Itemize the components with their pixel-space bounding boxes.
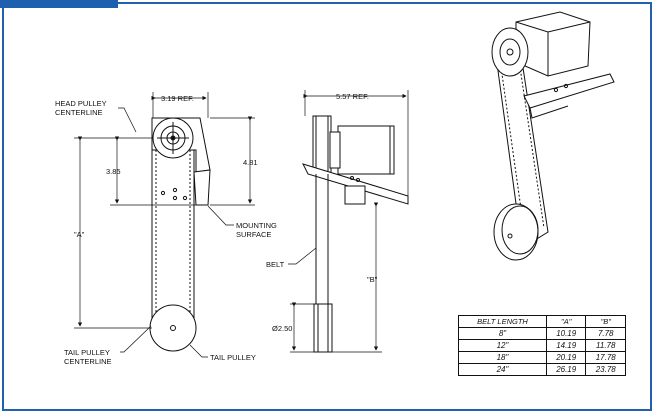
- cell-length: 8": [458, 327, 547, 340]
- cell-a: 14.19: [545, 339, 587, 352]
- cell-a: 20.19: [545, 351, 587, 364]
- side-width-dim: 5.57 REF.: [336, 92, 369, 101]
- cell-a: 10.19: [545, 327, 587, 340]
- tail-pulley-label-left: TAIL PULLEY: [64, 348, 110, 357]
- front-width-dim: 3.19 REF.: [161, 94, 194, 103]
- table-row: 8" 10.19 7.78: [458, 327, 626, 340]
- side-view: [288, 90, 409, 353]
- surface-label: SURFACE: [236, 230, 271, 239]
- drawing-border: [2, 2, 652, 411]
- head-centerline-label: CENTERLINE: [55, 108, 103, 117]
- header-belt-length: BELT LENGTH: [458, 315, 547, 328]
- cell-b: 17.78: [585, 351, 626, 364]
- header-b: "B": [585, 315, 626, 328]
- header-a: "A": [545, 315, 587, 328]
- table-header-row: BELT LENGTH "A" "B": [458, 315, 626, 328]
- side-motor-housing: [337, 125, 395, 175]
- dim-b-label: "B": [367, 275, 378, 284]
- isometric-view: [491, 11, 615, 261]
- cell-a: 26.19: [545, 363, 587, 376]
- belt-label: BELT: [266, 260, 285, 269]
- cell-length: 18": [458, 351, 547, 364]
- diameter-label: Ø2.50: [272, 324, 292, 333]
- cell-length: 24": [458, 363, 547, 376]
- mounting-bracket: [193, 169, 211, 206]
- belt-length-table: BELT LENGTH "A" "B" 8" 10.19 7.78 12" 14…: [458, 315, 626, 376]
- iso-bracket: [523, 73, 615, 109]
- head-pulley-label: HEAD PULLEY: [55, 99, 107, 108]
- front-height-dim-right: 4.81: [243, 158, 258, 167]
- title-tab: [0, 0, 118, 8]
- tail-centerline-label: CENTERLINE: [64, 357, 112, 366]
- cell-b: 7.78: [585, 327, 626, 340]
- table-row: 18" 20.19 17.78: [458, 351, 626, 364]
- tail-pulley-label-right: TAIL PULLEY: [210, 353, 256, 362]
- table-row: 24" 26.19 23.78: [458, 363, 626, 376]
- front-height-dim-left: 3.85: [106, 167, 121, 176]
- front-belt-body: [151, 149, 195, 327]
- iso-tail-pulley: [493, 203, 539, 261]
- iso-head-pulley: [491, 27, 529, 77]
- cell-length: 12": [458, 339, 547, 352]
- front-tail-pulley: [149, 304, 197, 352]
- table-row: 12" 14.19 11.78: [458, 339, 626, 352]
- mounting-label: MOUNTING: [236, 221, 277, 230]
- front-view: [74, 92, 255, 358]
- cell-b: 23.78: [585, 363, 626, 376]
- side-mounting-bracket: [302, 163, 409, 205]
- dim-a-label: "A": [74, 230, 85, 239]
- cell-b: 11.78: [585, 339, 626, 352]
- side-tail-pulley: [313, 303, 333, 353]
